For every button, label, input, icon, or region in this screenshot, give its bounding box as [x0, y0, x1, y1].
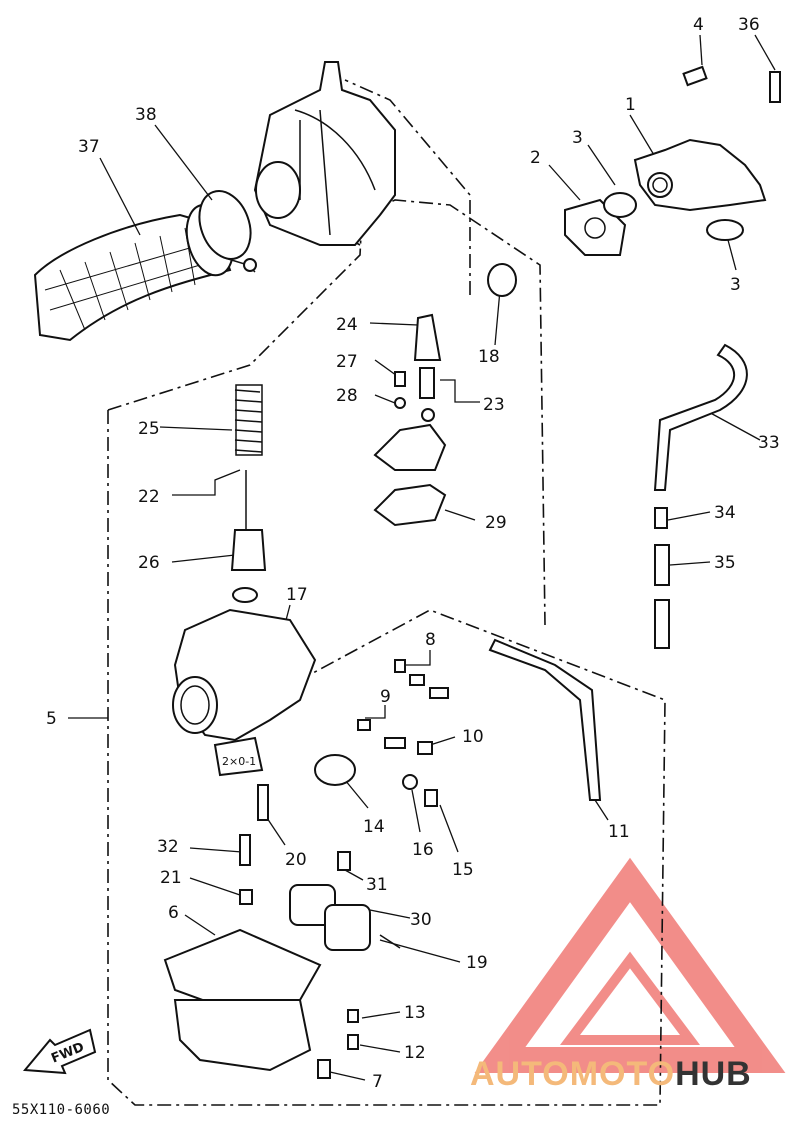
callout-38: 38 [135, 105, 157, 125]
callout-8: 8 [425, 630, 436, 650]
callout-2: 2 [530, 148, 541, 168]
callout-6: 6 [168, 903, 179, 923]
fwd-arrow: FWD [22, 1028, 97, 1075]
callout-36: 36 [738, 15, 760, 35]
callout-25: 25 [138, 419, 160, 439]
callout-16: 16 [412, 840, 434, 860]
callout-1: 1 [625, 95, 636, 115]
carburetor-body [172, 608, 317, 777]
hose-clamp [198, 190, 257, 273]
callout-10: 10 [462, 727, 484, 747]
callout-30: 30 [410, 910, 432, 930]
watermark-text-part2: HUB [675, 1055, 752, 1093]
callout-20: 20 [285, 850, 307, 870]
air-cleaner-case [253, 61, 396, 246]
callout-35: 35 [714, 553, 736, 573]
watermark-text: AUTOMOTOHUB [470, 1055, 752, 1094]
watermark-text-part1: AUTOMOTO [470, 1055, 676, 1093]
lower-jets [239, 784, 401, 951]
float-bowl [163, 928, 359, 1079]
callout-19: 19 [466, 953, 488, 973]
seal-ring [487, 263, 517, 297]
callout-4: 4 [693, 15, 704, 35]
callout-18: 18 [478, 347, 500, 367]
intake-manifold [633, 138, 767, 212]
callout-26: 26 [138, 553, 160, 573]
callout-7: 7 [372, 1072, 383, 1092]
jets-and-screws [357, 659, 449, 807]
watermark-logo [474, 857, 786, 1073]
callout-21: 21 [160, 868, 182, 888]
callout-34: 34 [714, 503, 736, 523]
callout-14: 14 [363, 817, 385, 837]
chamber-cap [314, 754, 356, 786]
fuel-hose-set [653, 343, 748, 649]
callout-5: 5 [46, 709, 57, 729]
callout-32: 32 [157, 837, 179, 857]
overflow-hose [488, 638, 602, 801]
callout-17: 17 [286, 585, 308, 605]
callout-12: 12 [404, 1043, 426, 1063]
callout-29: 29 [485, 513, 507, 533]
diagram-code: 55X110-6060 [12, 1102, 111, 1118]
callout-28: 28 [336, 386, 358, 406]
callout-labels: 1 2 3 3 4 5 6 7 8 9 10 11 12 13 14 15 16… [46, 15, 780, 1092]
callout-22: 22 [138, 487, 160, 507]
body-stamp: 2×0-1 [222, 755, 256, 768]
callout-13: 13 [404, 1003, 426, 1023]
callout-11: 11 [608, 822, 630, 842]
bolts-upper [682, 65, 781, 103]
callout-37: 37 [78, 137, 100, 157]
throttle-valve-set [230, 384, 267, 603]
callout-31: 31 [366, 875, 388, 895]
callout-3-upper: 3 [572, 128, 583, 148]
throttle-cable-parts [373, 313, 447, 527]
callout-27: 27 [336, 352, 358, 372]
o-rings [603, 192, 744, 241]
callout-23: 23 [483, 395, 505, 415]
callout-33: 33 [758, 433, 780, 453]
callout-24: 24 [336, 315, 358, 335]
callout-3-lower: 3 [730, 275, 741, 295]
callout-15: 15 [452, 860, 474, 880]
callout-9: 9 [380, 687, 391, 707]
